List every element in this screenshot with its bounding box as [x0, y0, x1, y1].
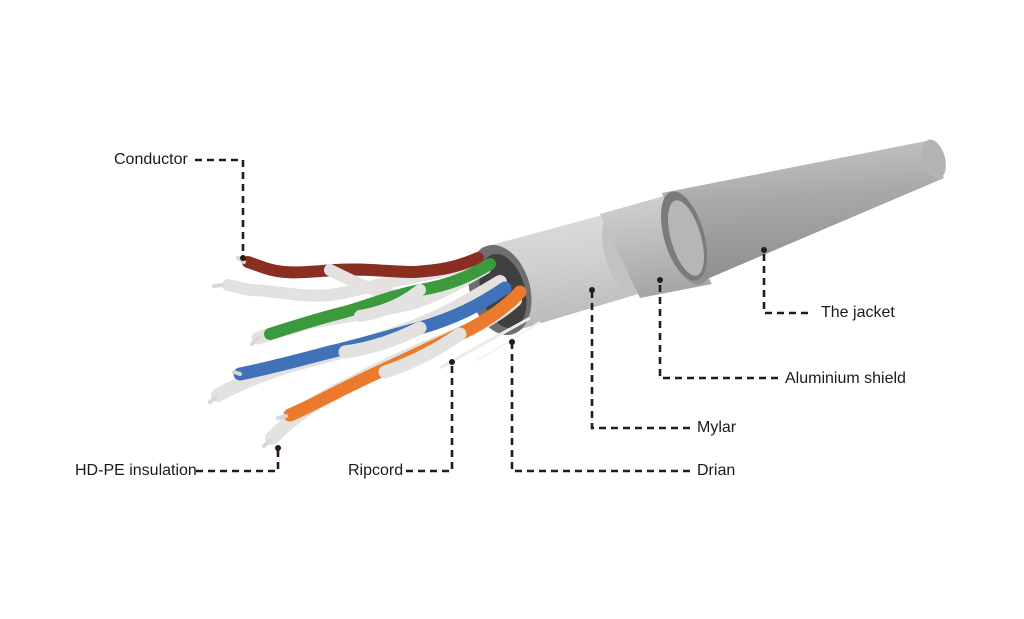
leader-aluminium — [658, 280, 778, 380]
label-hdpe-insulation: HD-PE insulation — [75, 462, 197, 479]
leader-mylar — [590, 290, 690, 430]
leader-jacket — [762, 250, 808, 315]
label-mylar: Mylar — [697, 419, 737, 436]
brown-pair — [222, 252, 484, 302]
drain-wire — [477, 320, 541, 362]
leader-ripcord — [406, 362, 454, 473]
label-aluminium-shield: Aluminium shield — [785, 370, 906, 387]
orange-pair — [265, 285, 527, 445]
green-pair — [251, 258, 496, 345]
label-ripcord: Ripcord — [348, 462, 404, 479]
label-conductor: Conductor — [114, 151, 188, 168]
jacket-layer — [660, 139, 946, 282]
label-the-jacket: The jacket — [821, 304, 895, 321]
label-drian: Drian — [697, 462, 736, 479]
leader-drian — [510, 342, 690, 473]
blue-pair — [211, 275, 512, 402]
leader-conductor — [195, 158, 245, 258]
leader-lines — [195, 158, 808, 473]
leader-hdpe — [196, 448, 280, 473]
